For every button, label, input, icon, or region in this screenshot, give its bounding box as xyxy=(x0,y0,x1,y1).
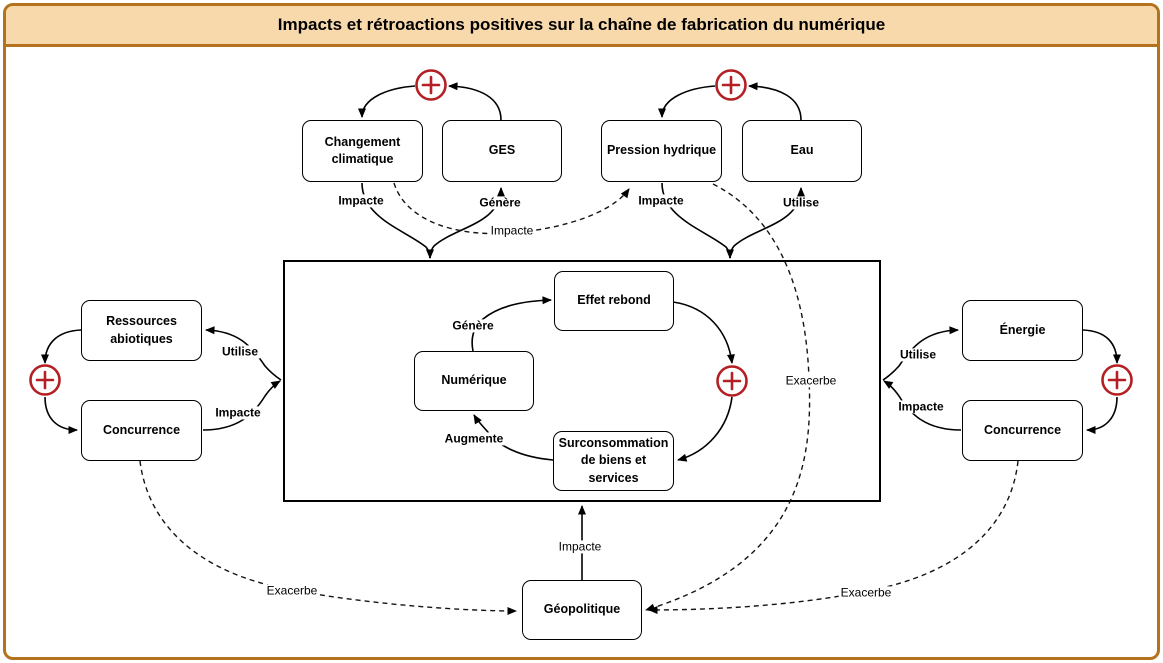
edge-label-impacte-dashed: Impacte xyxy=(488,223,536,238)
plus-feedback-icon xyxy=(1101,364,1133,396)
plus-feedback-icon xyxy=(716,365,748,397)
edge-label-impacte: Impacte xyxy=(213,405,263,420)
node-concurrence-gauche: Concurrence xyxy=(81,400,202,461)
edge-plus-mid-to-surconsommation xyxy=(677,396,733,462)
edge-concurrence-gauche-to-numerique xyxy=(202,380,281,431)
edge-label-exacerbe: Exacerbe xyxy=(783,373,839,388)
edge-energie-to-plus-right xyxy=(1082,329,1121,364)
edge-ressources-to-plus-left xyxy=(41,329,82,364)
edge-numerique-to-eau xyxy=(729,187,805,259)
node-concurrence-droite: Concurrence xyxy=(962,400,1083,461)
edge-label-utilise: Utilise xyxy=(780,195,822,210)
edge-label-exacerbe: Exacerbe xyxy=(838,585,894,600)
node-numerique: Numérique xyxy=(414,351,534,411)
node-ges: GES xyxy=(442,120,562,182)
node-energie: Énergie xyxy=(962,300,1083,361)
edge-label-utilise: Utilise xyxy=(219,344,261,359)
edge-label-impacte: Impacte xyxy=(556,539,604,554)
edge-numerique-to-effet-rebond xyxy=(471,296,552,352)
node-surconsommation: Surconsommation de biens et services xyxy=(553,431,674,491)
edge-label-genere: Génère xyxy=(450,318,496,333)
edge-plus-tr-to-hydrique xyxy=(658,85,716,118)
node-pression-hydrique: Pression hydrique xyxy=(601,120,722,182)
node-effet-rebond: Effet rebond xyxy=(554,271,674,331)
node-changement-climatique: Changement climatique xyxy=(302,120,423,182)
edge-plus-left-to-concurrence xyxy=(44,396,78,434)
edge-concurrence-droite-to-geopolitique-dashed xyxy=(648,460,1019,614)
node-eau: Eau xyxy=(742,120,862,182)
edge-hydrique-to-geopolitique-dashed xyxy=(645,183,811,612)
node-geopolitique: Géopolitique xyxy=(522,580,642,640)
edge-label-augmente: Augmente xyxy=(442,431,506,446)
plus-feedback-icon xyxy=(29,364,61,396)
page-title: Impacts et rétroactions positives sur la… xyxy=(277,15,886,34)
plus-feedback-icon xyxy=(715,69,747,101)
edge-label-impacte: Impacte xyxy=(636,193,686,208)
edge-eau-to-plus-tr xyxy=(748,82,802,121)
edge-plus-tl-to-climat xyxy=(358,85,416,118)
plus-feedback-icon xyxy=(415,69,447,101)
edge-numerique-to-ressources xyxy=(205,326,282,381)
edge-numerique-to-energie xyxy=(882,326,959,381)
edge-label-exacerbe: Exacerbe xyxy=(264,583,320,598)
edge-plus-right-to-concurrence xyxy=(1086,396,1118,434)
edge-ges-to-plus-tl xyxy=(448,82,502,121)
edge-concurrence-gauche-to-geopolitique-dashed xyxy=(139,460,517,615)
edge-concurrence-droite-to-numerique xyxy=(883,380,962,431)
numerique-system-boundary xyxy=(283,260,881,502)
node-ressources-abiotiques: Ressources abiotiques xyxy=(81,300,202,361)
edge-label-impacte: Impacte xyxy=(896,399,946,414)
edge-surconsommation-to-numerique xyxy=(473,414,554,461)
edge-label-genere: Génère xyxy=(477,195,523,210)
edge-numerique-to-ges xyxy=(429,187,505,259)
title-bar: Impacts et rétroactions positives sur la… xyxy=(6,6,1157,47)
edge-effet-rebond-to-plus-mid xyxy=(672,301,735,364)
edge-label-utilise: Utilise xyxy=(897,347,939,362)
edge-label-impacte: Impacte xyxy=(336,193,386,208)
